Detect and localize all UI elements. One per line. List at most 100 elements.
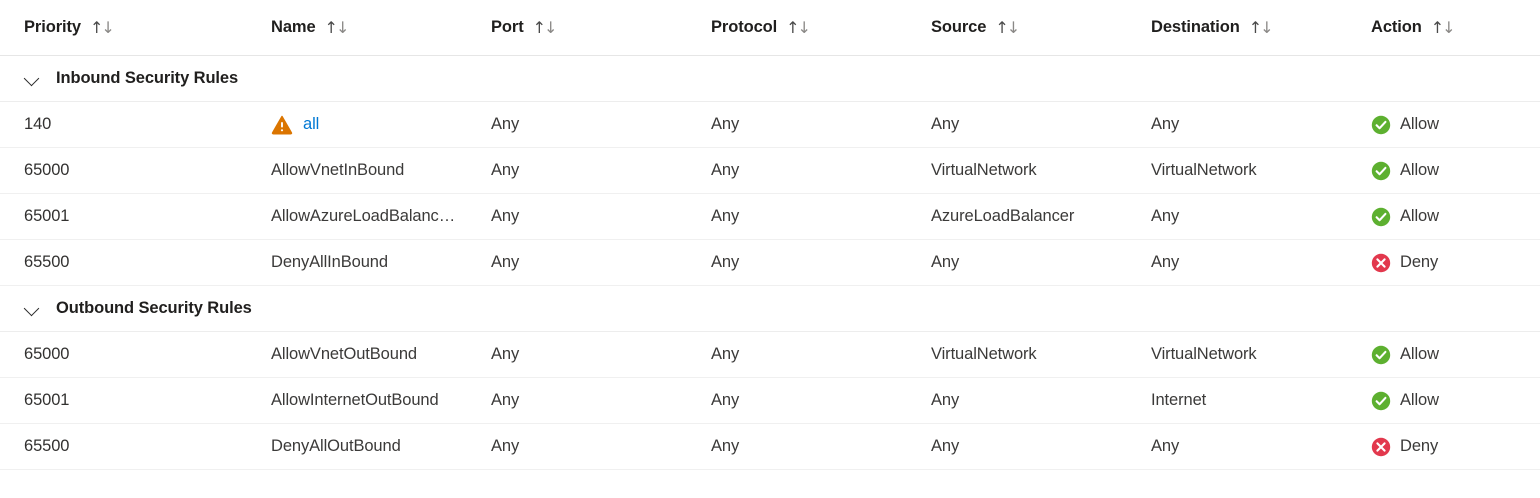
cell-name: AllowAzureLoadBalanc… bbox=[271, 207, 491, 226]
action-label: Deny bbox=[1400, 253, 1439, 271]
check-circle-icon bbox=[1371, 345, 1391, 365]
cell-action: Allow bbox=[1371, 391, 1540, 411]
action-label: Allow bbox=[1400, 115, 1439, 133]
group-header-inner: Outbound Security Rules bbox=[24, 299, 1540, 318]
check-circle-icon bbox=[1371, 207, 1391, 227]
column-header-name[interactable]: Name ↑↓ bbox=[271, 18, 491, 37]
rule-name-label: AllowVnetOutBound bbox=[271, 345, 417, 363]
cell-action: Allow bbox=[1371, 345, 1540, 365]
column-header-priority[interactable]: Priority ↑↓ bbox=[24, 18, 271, 37]
rule-name-link[interactable]: all bbox=[303, 115, 320, 133]
cell-destination: VirtualNetwork bbox=[1151, 345, 1257, 363]
sort-arrows-icon[interactable]: ↑↓ bbox=[1248, 17, 1274, 37]
cell-protocol: Any bbox=[711, 345, 740, 363]
column-header-port[interactable]: Port ↑↓ bbox=[491, 18, 711, 37]
cell-name: DenyAllInBound bbox=[271, 253, 491, 272]
action-label: Allow bbox=[1400, 161, 1439, 179]
column-header-destination[interactable]: Destination ↑↓ bbox=[1151, 18, 1371, 37]
cell-source: VirtualNetwork bbox=[931, 161, 1037, 179]
cell-priority: 65000 bbox=[24, 161, 70, 179]
sort-arrows-icon[interactable]: ↑↓ bbox=[1430, 17, 1456, 37]
cell-source: AzureLoadBalancer bbox=[931, 207, 1075, 225]
cell-name: AllowInternetOutBound bbox=[271, 391, 491, 410]
table-row[interactable]: 65001 AllowAzureLoadBalanc… Any Any AzureLoa… bbox=[0, 194, 1540, 240]
column-header-protocol[interactable]: Protocol ↑↓ bbox=[711, 18, 931, 37]
cell-source: Any bbox=[931, 115, 960, 133]
cell-priority: 65500 bbox=[24, 253, 70, 271]
column-header-action[interactable]: Action ↑↓ bbox=[1371, 18, 1540, 37]
check-circle-icon bbox=[1371, 391, 1391, 411]
action-label: Allow bbox=[1400, 207, 1439, 225]
cell-source: Any bbox=[931, 253, 960, 271]
column-header-label: Source bbox=[931, 18, 987, 36]
cell-port: Any bbox=[491, 161, 520, 179]
column-header-label: Action bbox=[1371, 18, 1422, 36]
rule-name-label: AllowVnetInBound bbox=[271, 161, 405, 179]
rule-name-label: DenyAllOutBound bbox=[271, 437, 401, 455]
cell-destination: Any bbox=[1151, 253, 1180, 271]
cell-priority: 65001 bbox=[24, 207, 70, 225]
cell-port: Any bbox=[491, 253, 520, 271]
sort-arrows-icon[interactable]: ↑↓ bbox=[532, 17, 558, 37]
column-header-label: Name bbox=[271, 18, 316, 36]
chevron-down-icon[interactable] bbox=[24, 70, 41, 87]
group-header-row[interactable]: Outbound Security Rules bbox=[0, 286, 1540, 332]
cell-protocol: Any bbox=[711, 207, 740, 225]
action-label: Allow bbox=[1400, 391, 1439, 409]
action-label: Allow bbox=[1400, 345, 1439, 363]
cell-destination: VirtualNetwork bbox=[1151, 161, 1257, 179]
check-circle-icon bbox=[1371, 161, 1391, 181]
group-header-label: Inbound Security Rules bbox=[56, 69, 239, 87]
cell-source: Any bbox=[931, 391, 960, 409]
column-header-label: Protocol bbox=[711, 18, 778, 36]
action-label: Deny bbox=[1400, 437, 1439, 455]
cell-action: Deny bbox=[1371, 253, 1540, 273]
x-circle-icon bbox=[1371, 437, 1391, 457]
cell-destination: Any bbox=[1151, 115, 1180, 133]
cell-priority: 65001 bbox=[24, 391, 70, 409]
cell-name: DenyAllOutBound bbox=[271, 437, 491, 456]
cell-port: Any bbox=[491, 391, 520, 409]
table-header-row: Priority ↑↓ Name ↑↓ Port ↑↓ Protocol ↑↓ Source ↑↓… bbox=[0, 0, 1540, 56]
table-row[interactable]: 65000 AllowVnetOutBound Any Any VirtualNetwo… bbox=[0, 332, 1540, 378]
cell-port: Any bbox=[491, 437, 520, 455]
group-header-label: Outbound Security Rules bbox=[56, 299, 252, 317]
cell-port: Any bbox=[491, 207, 520, 225]
cell-priority: 65500 bbox=[24, 437, 70, 455]
cell-source: VirtualNetwork bbox=[931, 345, 1037, 363]
column-header-label: Priority bbox=[24, 18, 81, 36]
sort-arrows-icon[interactable]: ↑↓ bbox=[89, 17, 115, 37]
rule-name-label: AllowInternetOutBound bbox=[271, 391, 439, 409]
cell-protocol: Any bbox=[711, 437, 740, 455]
cell-protocol: Any bbox=[711, 115, 740, 133]
column-header-source[interactable]: Source ↑↓ bbox=[931, 18, 1151, 37]
cell-destination: Any bbox=[1151, 207, 1180, 225]
chevron-down-icon[interactable] bbox=[24, 300, 41, 317]
sort-arrows-icon[interactable]: ↑↓ bbox=[995, 17, 1020, 37]
group-header-row[interactable]: Inbound Security Rules bbox=[0, 56, 1540, 102]
rule-name-label: DenyAllInBound bbox=[271, 253, 388, 271]
network-security-rules-table: Priority ↑↓ Name ↑↓ Port ↑↓ Protocol ↑↓ Source ↑↓… bbox=[0, 0, 1540, 470]
cell-protocol: Any bbox=[711, 391, 740, 409]
cell-port: Any bbox=[491, 345, 520, 363]
cell-action: Allow bbox=[1371, 115, 1540, 135]
cell-priority: 65000 bbox=[24, 345, 70, 363]
warning-triangle-icon bbox=[271, 114, 293, 136]
sort-arrows-icon[interactable]: ↑↓ bbox=[324, 17, 350, 37]
x-circle-icon bbox=[1371, 253, 1391, 273]
column-header-label: Destination bbox=[1151, 18, 1240, 36]
rule-name-label: AllowAzureLoadBalanc… bbox=[271, 207, 456, 225]
cell-destination: Any bbox=[1151, 437, 1180, 455]
column-header-label: Port bbox=[491, 18, 524, 36]
check-circle-icon bbox=[1371, 115, 1391, 135]
cell-port: Any bbox=[491, 115, 520, 133]
table-row[interactable]: 65500 DenyAllInBound Any Any Any Any Deny bbox=[0, 240, 1540, 286]
group-header-inner: Inbound Security Rules bbox=[24, 69, 1540, 88]
cell-protocol: Any bbox=[711, 253, 740, 271]
sort-arrows-icon[interactable]: ↑↓ bbox=[786, 17, 811, 37]
